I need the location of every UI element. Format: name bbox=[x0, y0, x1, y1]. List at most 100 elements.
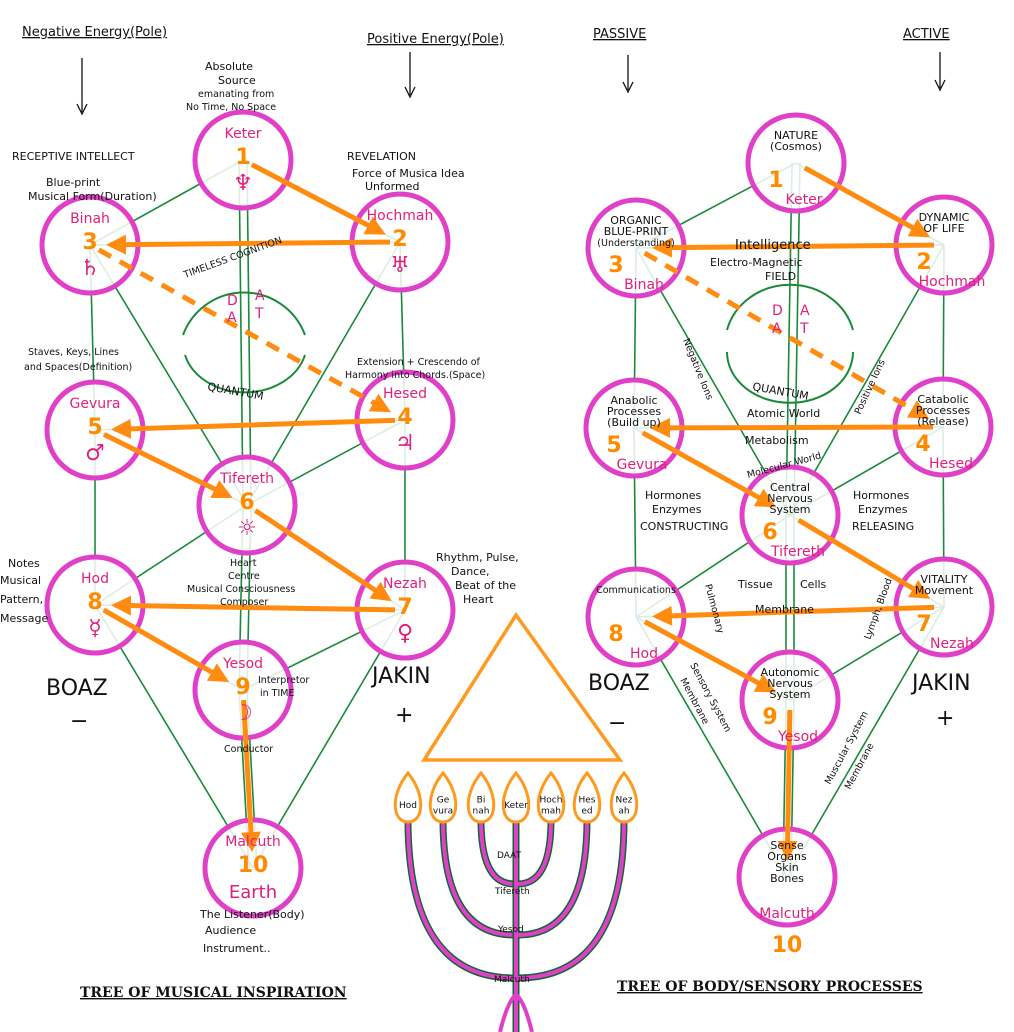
sephira-number: 8 bbox=[608, 622, 623, 647]
malcuth-note: Instrument.. bbox=[203, 942, 271, 955]
conductor-label: Conductor bbox=[224, 744, 273, 755]
lightning-arrow bbox=[803, 165, 931, 238]
sephira-name: Tifereth bbox=[219, 471, 274, 487]
quantum-arc bbox=[184, 354, 306, 394]
menorah-arm-outline bbox=[404, 819, 515, 982]
keter-note: No Time, No Space bbox=[186, 102, 276, 113]
header-passive: PASSIVE bbox=[593, 27, 646, 42]
tifereth-note: Centre bbox=[228, 571, 260, 582]
right-tree-title: TREE OF BODY/SENSORY PROCESSES bbox=[617, 979, 923, 995]
hesed-note: Harmony into Chords.(Space) bbox=[345, 370, 485, 381]
sephira-name: Keter bbox=[225, 126, 262, 142]
candle-label: nah bbox=[473, 807, 490, 817]
candle-label: Ge bbox=[437, 796, 450, 806]
lightning-arrow bbox=[649, 417, 934, 438]
sephira-description: Anabolic bbox=[610, 394, 657, 407]
hod-note: Message bbox=[0, 612, 48, 625]
candle-label: Hes bbox=[579, 796, 596, 806]
quantum-label: QUANTUM bbox=[751, 380, 809, 403]
sephira-number: 6 bbox=[762, 520, 777, 545]
minus-sign: − bbox=[608, 711, 626, 736]
sephira-name: Hesed bbox=[383, 386, 427, 402]
left-tree-title: TREE OF MUSICAL INSPIRATION bbox=[80, 985, 347, 1001]
sephira-circle bbox=[202, 817, 304, 919]
sephira-circle bbox=[745, 112, 847, 214]
daat-letter: T bbox=[799, 321, 809, 337]
hod-note: Pattern, bbox=[0, 593, 43, 606]
sephira-name: Tifereth bbox=[770, 544, 825, 560]
lightning-arrow bbox=[97, 247, 392, 413]
lightning-arrow bbox=[777, 709, 798, 862]
hod-note: Notes bbox=[8, 557, 40, 570]
sephira-name: Gevura bbox=[617, 457, 668, 473]
sephira-name: Binah bbox=[70, 211, 110, 227]
malcuth-note: The Listener(Body) bbox=[199, 908, 305, 921]
sephira-number: 7 bbox=[397, 595, 412, 620]
planet-symbol: ☽ bbox=[233, 701, 253, 726]
menorah-arm bbox=[479, 819, 515, 886]
stem-label-malcuth: Malcuth bbox=[494, 975, 530, 985]
sephira-number: 5 bbox=[606, 433, 621, 458]
sephira-name: Hod bbox=[81, 571, 109, 587]
sephira-name: Nezah bbox=[383, 576, 427, 592]
sephira-number: 7 bbox=[916, 612, 931, 637]
hochmah-note: Unformed bbox=[365, 180, 419, 193]
keter-note: Source bbox=[218, 74, 256, 87]
binah-note: Musical Form(Duration) bbox=[28, 190, 157, 203]
lightning-arrow bbox=[105, 234, 391, 255]
menorah-base bbox=[498, 992, 534, 1032]
sephira-number: 1 bbox=[235, 145, 250, 170]
lightning-arrow bbox=[797, 517, 931, 599]
sephira-description: Processes bbox=[607, 405, 661, 418]
yesod-note: Interpretor bbox=[258, 675, 309, 686]
earth-label: Earth bbox=[229, 882, 277, 903]
sephira-description: VITALITY bbox=[921, 573, 968, 586]
sephira-number: 2 bbox=[916, 250, 931, 275]
pulmonary-label: Pulmonary bbox=[702, 583, 726, 635]
pole-arrows bbox=[76, 52, 946, 116]
sephira-name: Malcuth bbox=[225, 834, 280, 850]
candle-flame bbox=[609, 770, 639, 824]
sephira-name: Binah bbox=[624, 277, 664, 293]
receptive-intellect-label: RECEPTIVE INTELLECT bbox=[12, 150, 135, 163]
planet-symbol: ♄ bbox=[80, 256, 100, 281]
sephira-circle bbox=[192, 109, 294, 211]
releasing-label: RELEASING bbox=[852, 520, 914, 533]
lightning-arrow bbox=[643, 619, 776, 693]
intelligence-label: Intelligence bbox=[735, 238, 811, 253]
sephira-name: Hochmah bbox=[367, 208, 434, 224]
candle-flame bbox=[572, 770, 602, 824]
sephira-description: Communications bbox=[596, 585, 676, 596]
left-node-labels: Keter1♆Hochmah2♅Binah3♄Hesed4♃Gevura5♂Ti… bbox=[70, 126, 434, 903]
lightning-arrow bbox=[240, 699, 261, 853]
planet-symbol: ♆ bbox=[233, 171, 253, 196]
candle-flame bbox=[501, 770, 531, 824]
menorah-arm bbox=[517, 819, 553, 886]
candle-flame bbox=[466, 770, 496, 824]
sephira-description: (Build up) bbox=[607, 416, 661, 429]
sephira-number: 10 bbox=[772, 933, 803, 958]
quantum-arc-right bbox=[726, 351, 854, 404]
sephira-description: BLUE-PRINT bbox=[604, 225, 669, 238]
tifereth-note: Composer bbox=[220, 597, 268, 608]
metabolism-label: Metabolism bbox=[745, 434, 809, 447]
sephira-name: Gevura bbox=[70, 396, 121, 412]
planet-symbol: ♀ bbox=[397, 621, 413, 646]
candle-label: Bi bbox=[477, 796, 486, 806]
quantum-label: QUANTUM bbox=[206, 380, 264, 403]
sephira-description: (Cosmos) bbox=[770, 140, 822, 153]
candle-flame bbox=[428, 770, 458, 824]
atomic-world-label: Atomic World bbox=[747, 407, 820, 420]
sephira-number: 9 bbox=[235, 675, 250, 700]
tifereth-note: Musical Consciousness bbox=[187, 584, 295, 595]
sephira-keter: Keter 1♆ bbox=[225, 126, 262, 196]
